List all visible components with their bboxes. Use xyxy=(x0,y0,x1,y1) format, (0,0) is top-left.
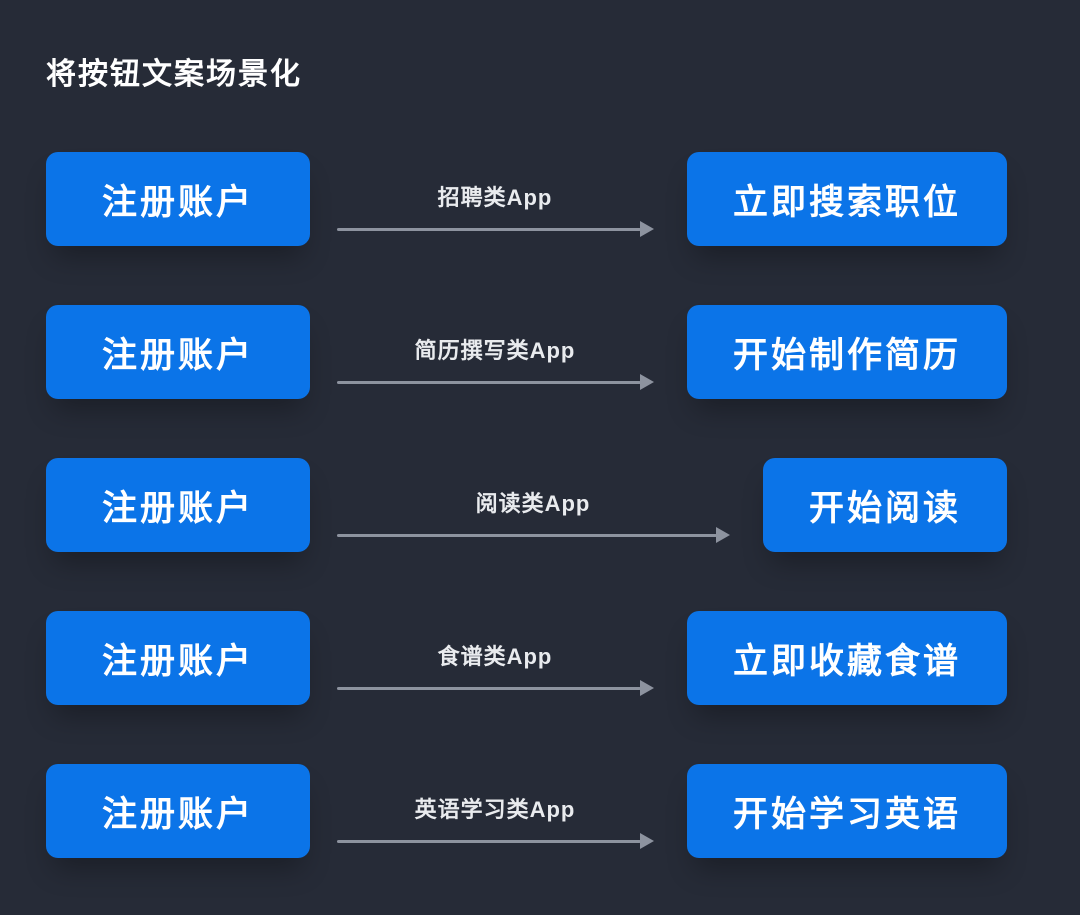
arrow-connector: 英语学习类App xyxy=(337,764,654,858)
arrow-head-icon xyxy=(715,527,730,543)
arrow-line xyxy=(337,374,654,390)
scenario-cta-button[interactable]: 立即搜索职位 xyxy=(686,152,1007,246)
arrow-line xyxy=(337,833,654,849)
scenario-cta-button[interactable]: 立即收藏食谱 xyxy=(686,611,1007,705)
mapping-row-reading: 注册账户 阅读类App 开始阅读 xyxy=(46,458,1007,552)
arrow-head-icon xyxy=(639,374,654,390)
mapping-rows: 注册账户 招聘类App 立即搜索职位 注册账户 简历撰写类App 开始制作简历 … xyxy=(46,152,1007,858)
register-account-button[interactable]: 注册账户 xyxy=(46,305,310,399)
arrow-connector: 食谱类App xyxy=(337,611,654,705)
mapping-row-recruiting: 注册账户 招聘类App 立即搜索职位 xyxy=(46,152,1007,246)
arrow-line xyxy=(337,680,654,696)
mapping-row-resume: 注册账户 简历撰写类App 开始制作简历 xyxy=(46,305,1007,399)
app-category-label: 英语学习类App xyxy=(414,796,576,822)
app-category-label: 简历撰写类App xyxy=(414,337,576,363)
register-account-button[interactable]: 注册账户 xyxy=(46,611,310,705)
app-category-label: 阅读类App xyxy=(475,490,591,516)
arrow-head-icon xyxy=(639,680,654,696)
arrow-connector: 招聘类App xyxy=(337,152,654,246)
arrow-connector: 阅读类App xyxy=(337,458,730,552)
scenario-cta-button[interactable]: 开始制作简历 xyxy=(686,305,1007,399)
app-category-label: 食谱类App xyxy=(437,643,553,669)
register-account-button[interactable]: 注册账户 xyxy=(46,152,310,246)
arrow-head-icon xyxy=(639,833,654,849)
scenario-cta-button[interactable]: 开始学习英语 xyxy=(686,764,1007,858)
scenario-cta-button[interactable]: 开始阅读 xyxy=(762,458,1007,552)
mapping-row-english: 注册账户 英语学习类App 开始学习英语 xyxy=(46,764,1007,858)
app-category-label: 招聘类App xyxy=(437,184,553,210)
arrow-head-icon xyxy=(639,221,654,237)
register-account-button[interactable]: 注册账户 xyxy=(46,458,310,552)
arrow-line xyxy=(337,527,730,543)
arrow-connector: 简历撰写类App xyxy=(337,305,654,399)
register-account-button[interactable]: 注册账户 xyxy=(46,764,310,858)
arrow-line xyxy=(337,221,654,237)
mapping-row-recipe: 注册账户 食谱类App 立即收藏食谱 xyxy=(46,611,1007,705)
page-title: 将按钮文案场景化 xyxy=(46,58,302,91)
